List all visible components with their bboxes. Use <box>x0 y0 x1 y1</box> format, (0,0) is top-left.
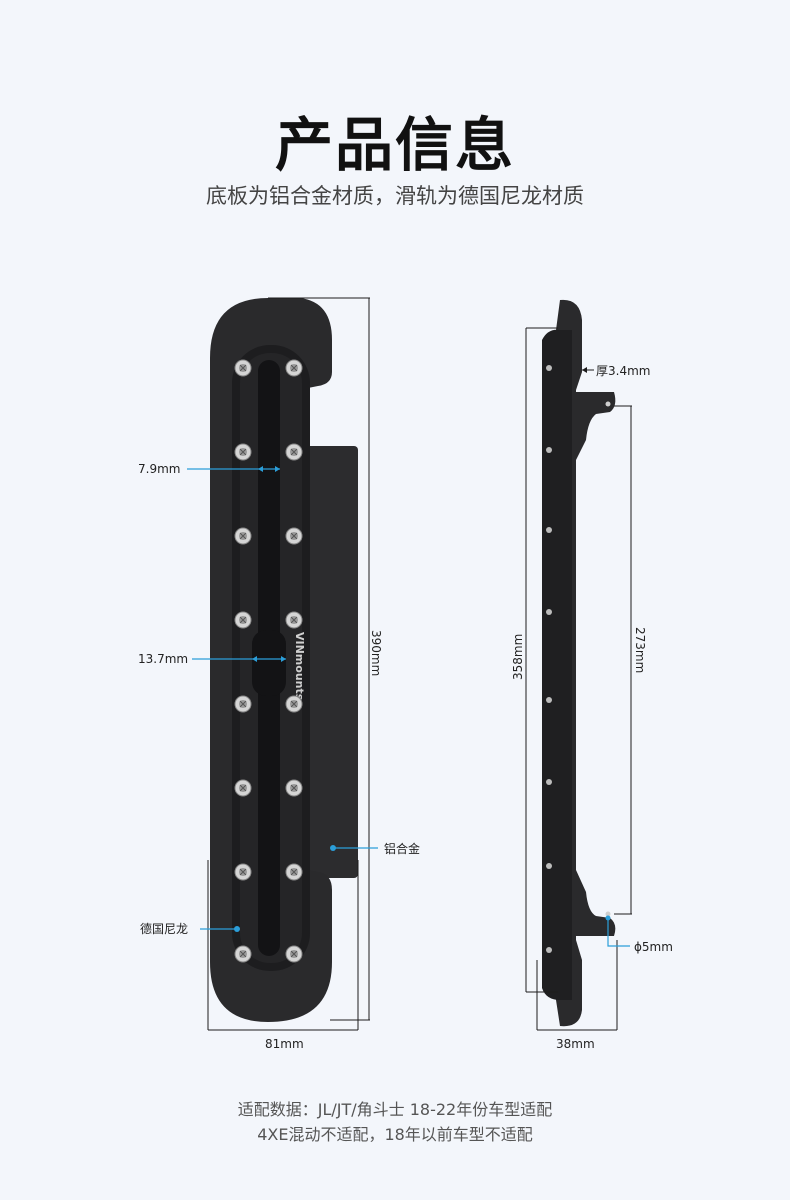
side-bottom-bracket <box>576 870 616 936</box>
side-top-bracket <box>576 392 616 460</box>
front-view: VINmounts 390mm 81mm <box>138 297 420 1051</box>
label-center-width: 13.7mm <box>138 652 188 666</box>
brand-logo: VINmounts <box>293 632 306 701</box>
aluminium-plate <box>296 446 358 878</box>
callout-center-width <box>192 656 286 662</box>
mount-hole <box>605 911 611 917</box>
callout-slot-width <box>187 466 280 472</box>
label-slot-width: 7.9mm <box>138 462 180 476</box>
label-thickness: 厚3.4mm <box>596 364 650 378</box>
dimension-390 <box>268 297 370 1021</box>
compatibility-note-2: 4XE混动不适配，18年以前车型不适配 <box>257 1125 533 1144</box>
callout-rail-material <box>200 926 240 932</box>
label-hole-diameter: ϕ5mm <box>634 940 673 954</box>
label-plate-material: 铝合金 <box>384 841 420 856</box>
dimension-81 <box>207 860 359 1031</box>
dimension-358 <box>525 327 558 993</box>
side-screw-row <box>546 365 552 953</box>
callout-hole-diameter <box>605 915 630 947</box>
label-hole-spacing: 273mm <box>633 627 647 673</box>
compatibility-note-1: 适配数据：JL/JT/角斗士 18-22年份车型适配 <box>237 1100 553 1119</box>
dimension-273 <box>614 405 632 915</box>
page-title: 产品信息 <box>274 111 515 179</box>
center-wide-slot <box>252 630 286 696</box>
side-view: 358mm 273mm 38mm 厚3.4mm ϕ5mm <box>511 299 673 1051</box>
callout-plate-material <box>330 845 378 851</box>
label-width: 81mm <box>265 1037 304 1051</box>
dimension-38 <box>536 940 618 1031</box>
side-rail-body <box>542 329 572 1000</box>
page-subtitle: 底板为铝合金材质，滑轨为德国尼龙材质 <box>206 184 584 208</box>
label-rail-material: 德国尼龙 <box>140 921 188 936</box>
label-rail-length: 358mm <box>511 634 525 680</box>
callout-thickness <box>582 367 594 373</box>
label-depth: 38mm <box>556 1037 595 1051</box>
label-height: 390mm <box>369 630 383 676</box>
